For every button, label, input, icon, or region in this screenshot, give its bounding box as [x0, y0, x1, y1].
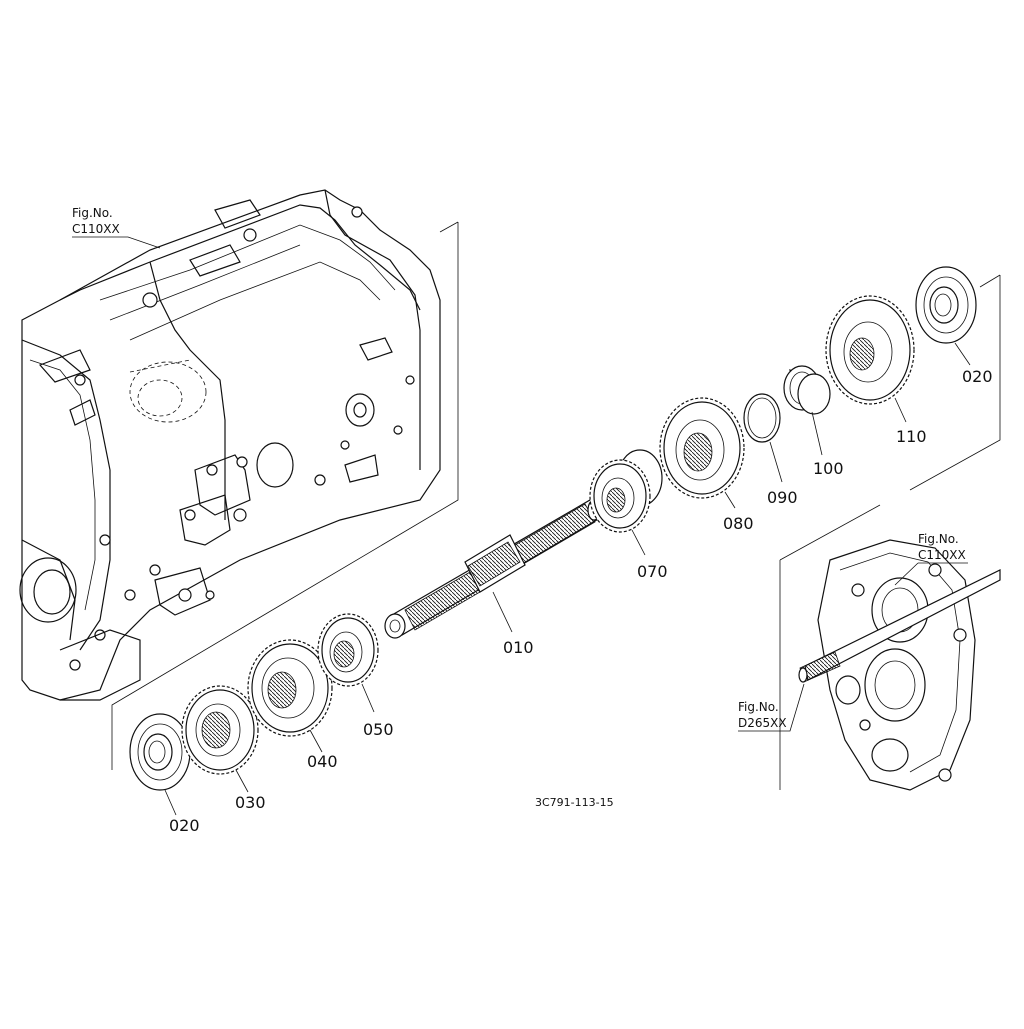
perspective-frame: [111, 221, 1001, 790]
part-label-100: 100: [813, 459, 844, 478]
figure-ref-code: C110XX: [918, 548, 966, 562]
bearing-left: [129, 713, 191, 816]
figure-ref-label: Fig.No.: [918, 532, 959, 546]
figure-ref-code: C110XX: [72, 222, 120, 236]
figure-ref-housing: Fig.No. C110XX: [72, 206, 161, 249]
snap-ring-090: [743, 393, 783, 483]
gear-080: [659, 397, 745, 509]
figure-ref-cover: Fig.No. C110XX: [894, 532, 968, 586]
part-label-040: 040: [307, 752, 338, 771]
gear-050: [317, 613, 379, 713]
gear-040: [247, 639, 333, 753]
cover-housing: [798, 539, 1001, 791]
figure-ref-label: Fig.No.: [738, 700, 779, 714]
bearing-right: [915, 266, 977, 366]
main-shaft: [384, 499, 601, 639]
figure-ref-code: D265XX: [738, 716, 787, 730]
part-label-020-right: 020: [962, 367, 993, 386]
part-label-010: 010: [503, 638, 534, 657]
part-labels: 010 020 020 030 040 050 070 080 090 100 …: [169, 367, 993, 835]
gear-030: [181, 685, 259, 793]
part-label-110: 110: [896, 427, 927, 446]
part-label-090: 090: [767, 488, 798, 507]
transmission-housing: [19, 189, 441, 701]
part-label-020-left: 020: [169, 816, 200, 835]
part-label-080: 080: [723, 514, 754, 533]
drawing-code: 3C791-113-15: [535, 796, 614, 809]
part-label-070: 070: [637, 562, 668, 581]
gear-070: [589, 449, 663, 556]
collar-100: [783, 365, 831, 456]
part-label-050: 050: [363, 720, 394, 739]
part-label-030: 030: [235, 793, 266, 812]
gear-110: [825, 295, 915, 423]
figure-ref-shaft: Fig.No. D265XX: [738, 683, 805, 732]
figure-ref-label: Fig.No.: [72, 206, 113, 220]
